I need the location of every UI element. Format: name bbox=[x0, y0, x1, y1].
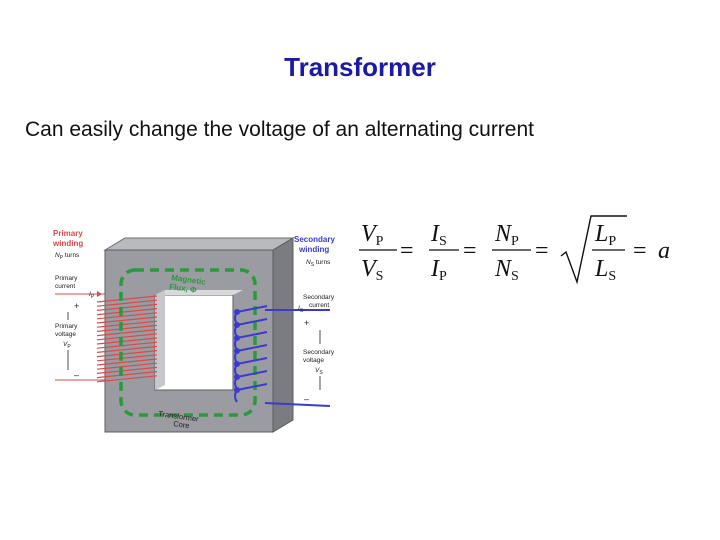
primary-coil-turn bbox=[96, 371, 158, 379]
secondary-voltage-label: Secondary bbox=[303, 349, 335, 356]
primary-voltage-label: Primary bbox=[55, 323, 78, 330]
primary-minus-sign: – bbox=[74, 370, 79, 380]
formula-equals-1: = bbox=[400, 238, 414, 264]
primary-coil-turn bbox=[96, 316, 158, 324]
flux-label-2: Flux, Φ bbox=[169, 282, 198, 295]
formula-np: NP bbox=[494, 221, 519, 249]
primary-coil-turn bbox=[96, 362, 158, 370]
primary-plus-sign: + bbox=[74, 301, 79, 311]
secondary-coil-node bbox=[234, 374, 240, 380]
primary-voltage-symbol: VP bbox=[63, 341, 71, 350]
primary-coil-turn bbox=[96, 350, 158, 358]
primary-coil-turn bbox=[96, 333, 158, 341]
primary-winding-label: Primary bbox=[53, 229, 83, 238]
secondary-voltage-label-2: voltage bbox=[303, 357, 324, 364]
formula-ip: IP bbox=[430, 256, 447, 284]
primary-coil-turn bbox=[96, 354, 158, 362]
secondary-current-symbol: IS bbox=[298, 305, 304, 314]
formula-vs: VS bbox=[361, 256, 383, 284]
secondary-coil-node bbox=[234, 309, 240, 315]
slide-subtitle: Can easily change the voltage of an alte… bbox=[25, 118, 534, 141]
secondary-coil-node bbox=[234, 361, 240, 367]
secondary-winding-label-2: winding bbox=[298, 245, 329, 254]
core-window-side bbox=[155, 290, 165, 390]
primary-coil-turn bbox=[96, 299, 158, 307]
formula-ls: LS bbox=[594, 256, 616, 284]
secondary-leads bbox=[264, 309, 331, 407]
primary-coil-turn bbox=[96, 337, 158, 345]
formula-is: IS bbox=[430, 221, 447, 249]
secondary-turns-label: NS turns bbox=[306, 259, 331, 268]
secondary-voltage-symbol: VS bbox=[315, 367, 323, 376]
core-window-shade bbox=[155, 290, 243, 295]
primary-coil-turn bbox=[96, 341, 158, 349]
formula-equals-3: = bbox=[535, 238, 549, 264]
core-label-2: Core bbox=[173, 419, 190, 430]
transformer-diagram: Primary winding NP turns Primary current… bbox=[52, 229, 335, 433]
primary-coil-turn bbox=[96, 358, 158, 366]
formula-equals-2: = bbox=[463, 238, 477, 264]
primary-current-label-2: current bbox=[55, 283, 75, 290]
secondary-minus-sign: – bbox=[304, 394, 309, 404]
transformer-ratio-formula: VP VS = IS IP = NP NS = LP LS = a bbox=[359, 215, 670, 285]
primary-voltage-label-2: voltage bbox=[55, 331, 76, 338]
secondary-winding-coils bbox=[234, 305, 268, 403]
primary-coil-turn bbox=[96, 329, 158, 337]
secondary-coil-node bbox=[234, 348, 240, 354]
primary-coil-turn bbox=[96, 320, 158, 328]
secondary-coil-node bbox=[234, 335, 240, 341]
primary-turns-label: NP turns bbox=[55, 252, 80, 261]
primary-coil-turn bbox=[96, 324, 158, 332]
slide-title: Transformer bbox=[284, 52, 436, 82]
formula-sqrt-sign bbox=[560, 215, 627, 285]
primary-coil-turn bbox=[96, 375, 158, 383]
magnetic-flux-loop bbox=[119, 268, 257, 417]
formula-a: a bbox=[658, 238, 670, 264]
secondary-coil-node bbox=[234, 387, 240, 393]
primary-coil-turn bbox=[96, 366, 158, 374]
secondary-winding-label: Secondary bbox=[294, 235, 335, 244]
primary-coil-turn bbox=[96, 312, 158, 320]
core-top-face bbox=[103, 237, 295, 251]
secondary-current-label: Secondary bbox=[303, 294, 335, 301]
primary-current-label: Primary bbox=[55, 275, 78, 282]
secondary-coil-node bbox=[234, 322, 240, 328]
primary-coil-turn bbox=[96, 308, 158, 316]
primary-current-arrow-icon bbox=[97, 291, 102, 297]
primary-winding-coils bbox=[96, 295, 158, 383]
formula-equals-4: = bbox=[633, 238, 647, 264]
secondary-current-label-2: current bbox=[309, 302, 329, 309]
primary-current-symbol: IP bbox=[89, 291, 95, 300]
primary-coil-turn bbox=[96, 295, 158, 303]
formula-vp: VP bbox=[361, 221, 384, 249]
formula-ns: NS bbox=[494, 256, 519, 284]
primary-winding-label-2: winding bbox=[52, 239, 83, 248]
formula-lp: LP bbox=[594, 221, 616, 249]
primary-coil-turn bbox=[96, 303, 158, 311]
secondary-plus-sign: + bbox=[304, 318, 309, 328]
primary-coil-turn bbox=[96, 345, 158, 353]
